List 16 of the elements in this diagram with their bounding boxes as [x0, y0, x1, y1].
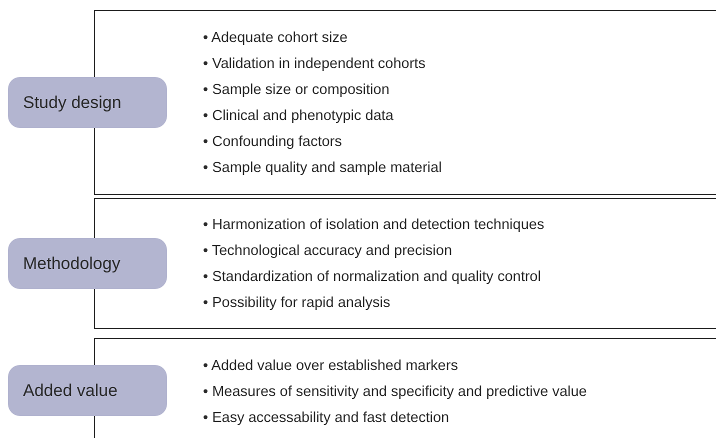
section-label: Study design: [8, 77, 167, 128]
bullet-item: • Standardization of normalization and quality control: [203, 268, 542, 287]
bullet-item: • Easy accessability and fast detection: [203, 409, 450, 428]
bullet-item: • Measures of sensitivity and specificity and predictive value: [203, 383, 587, 402]
bullet-item: • Possibility for rapid analysis: [203, 294, 392, 313]
bullet-item: • Added value over established markers: [203, 357, 459, 376]
bullet-item: • Validation in independent cohorts: [203, 55, 426, 74]
bullet-item: • Sample size or composition: [203, 81, 390, 100]
bullet-item: • Sample quality and sample material: [203, 159, 442, 178]
section-label: Methodology: [8, 238, 167, 289]
bullet-item: • Technological accuracy and precision: [203, 242, 454, 261]
bullet-item: • Confounding factors: [203, 133, 343, 152]
section-label: Added value: [8, 365, 167, 416]
bullet-item: • Harmonization of isolation and detection techniques: [203, 216, 544, 235]
bullet-item: • Clinical and phenotypic data: [203, 107, 394, 126]
bullet-item: • Adequate cohort size: [203, 29, 349, 48]
